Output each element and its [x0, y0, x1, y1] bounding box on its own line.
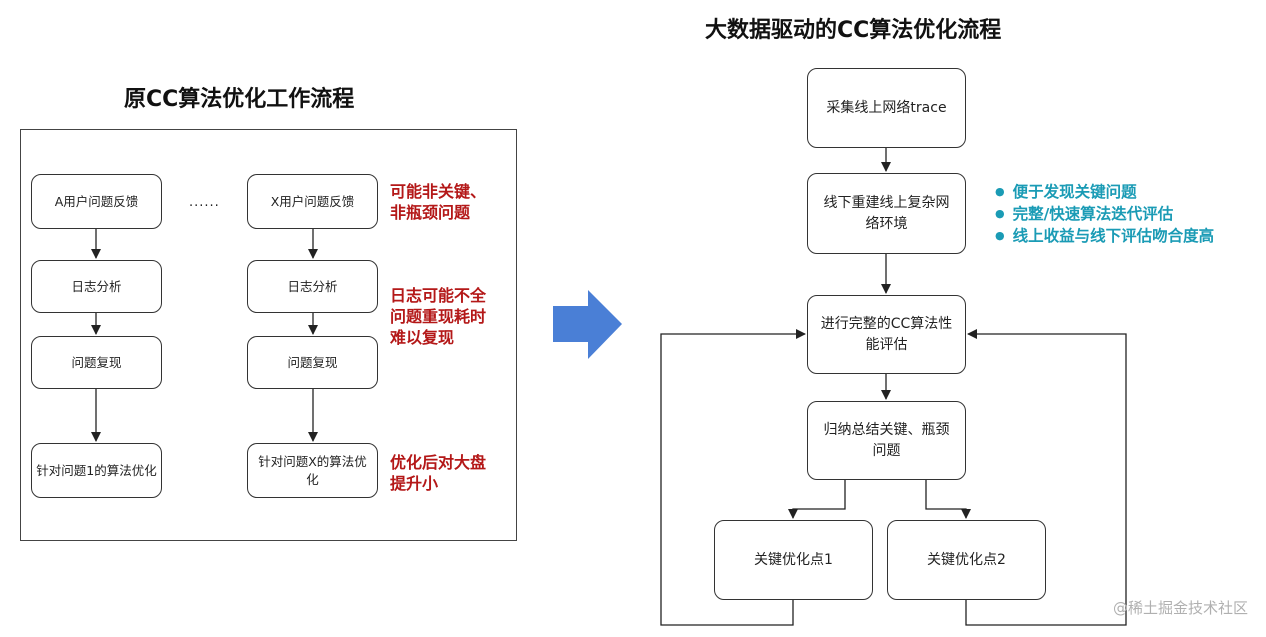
ellipsis: ......: [189, 195, 220, 210]
node-x-reproduce: 问题复现: [247, 336, 378, 389]
right-title: 大数据驱动的CC算法优化流程: [705, 18, 1002, 43]
left-flow-panel: [20, 129, 517, 541]
loop-right: [965, 329, 1127, 626]
benefit-item: 完整/快速算法迭代评估: [995, 203, 1214, 225]
benefit-item: 便于发现关键问题: [995, 181, 1214, 203]
node-a-optimize: 针对问题1的算法优化: [31, 443, 162, 498]
note-log: 日志可能不全 问题重现耗时 难以复现: [390, 286, 487, 347]
transition-arrow: [553, 290, 622, 359]
node-a-log-analysis: 日志分析: [31, 260, 162, 313]
note-feedback: 可能非关键、 非瓶颈问题: [390, 182, 487, 222]
node-collect-trace: 采集线上网络trace: [807, 68, 966, 148]
node-a-feedback: A用户问题反馈: [31, 174, 162, 229]
node-x-feedback: X用户问题反馈: [247, 174, 378, 229]
node-summarize: 归纳总结关键、瓶颈问题: [807, 401, 966, 480]
loop-left: [660, 329, 806, 626]
watermark: @稀土掘金技术社区: [1112, 599, 1248, 617]
node-a-reproduce: 问题复现: [31, 336, 162, 389]
left-title: 原CC算法优化工作流程: [124, 87, 355, 112]
node-x-log-analysis: 日志分析: [247, 260, 378, 313]
benefit-item: 线上收益与线下评估吻合度高: [995, 225, 1215, 247]
node-key-point-2: 关键优化点2: [887, 520, 1046, 600]
node-x-optimize: 针对问题X的算法优化: [247, 443, 378, 498]
arrow-r-split-1: [788, 480, 846, 519]
arrow-r-split-2: [925, 480, 971, 519]
benefit-list: 便于发现关键问题 完整/快速算法迭代评估 线上收益与线下评估吻合度高: [995, 181, 1215, 247]
note-optimize: 优化后对大盘 提升小: [390, 453, 487, 493]
node-key-point-1: 关键优化点1: [714, 520, 873, 600]
node-rebuild-network: 线下重建线上复杂网络环境: [807, 173, 966, 254]
node-evaluate: 进行完整的CC算法性能评估: [807, 295, 966, 374]
